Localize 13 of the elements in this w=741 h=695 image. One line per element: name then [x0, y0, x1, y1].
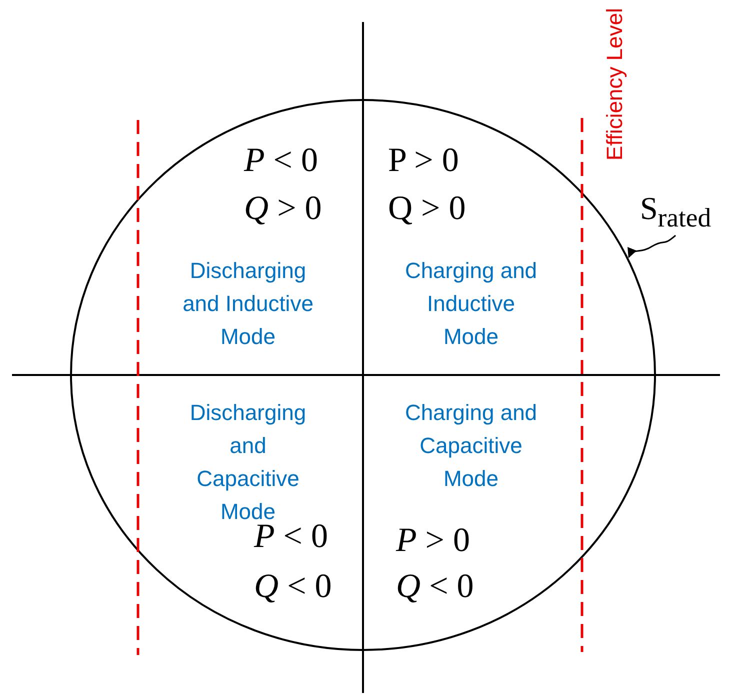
leader-line — [628, 234, 676, 258]
power-rating-label: S$_{rated}$ — [640, 190, 712, 226]
quadrant-label: Discharging and Inductive Mode — [182, 257, 314, 351]
efficiency-level-label: Efficiency Level — [602, 8, 628, 160]
power-condition: P < 0 — [244, 142, 318, 180]
power-condition: P > 0 — [388, 142, 459, 180]
power-condition: Q < 0 — [254, 568, 332, 606]
power-condition: Q > 0 — [388, 190, 466, 228]
quadrant-label: Charging and Inductive Mode — [404, 257, 538, 351]
power-condition: Q > 0 — [244, 190, 322, 228]
power-condition: Q < 0 — [396, 568, 474, 606]
quadrant-label: Charging and Capacitive Mode — [404, 399, 538, 493]
power-condition: P > 0 — [396, 522, 470, 560]
